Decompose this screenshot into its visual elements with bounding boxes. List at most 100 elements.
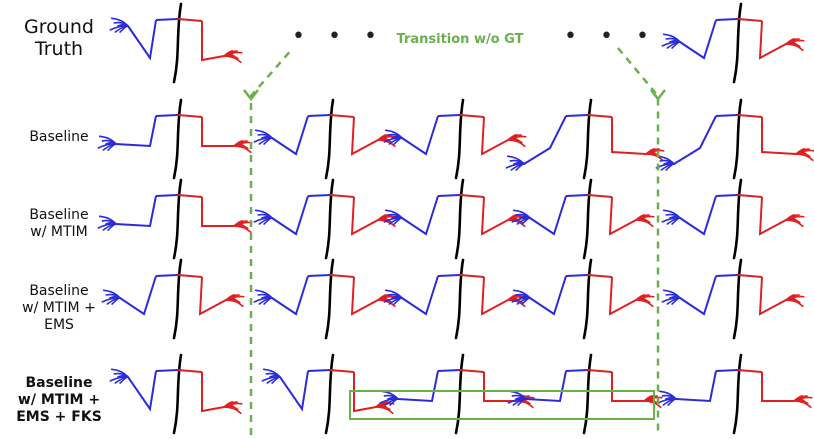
arrowhead-right	[650, 89, 666, 102]
right-arm	[201, 197, 234, 227]
left-shoulder	[565, 194, 589, 197]
spine-line	[454, 258, 465, 340]
pose-r4-c2	[379, 353, 535, 435]
spine-line	[582, 178, 593, 260]
transition-frame	[249, 47, 660, 435]
right-arm	[758, 20, 787, 60]
left-arm	[115, 115, 157, 148]
right-arm	[480, 196, 509, 236]
left-arm	[401, 195, 439, 236]
left-arm	[401, 115, 439, 156]
right-shoulder	[737, 194, 763, 198]
pose-r0-c4	[661, 2, 805, 84]
arrowhead-left	[243, 89, 259, 102]
row-label-baseline-mtim-ems-fks: Baseline w/ MTIM + EMS + FKS	[16, 375, 102, 425]
spine-line	[454, 353, 465, 435]
spine-line	[732, 98, 743, 180]
left-arm	[271, 115, 309, 156]
pose-r2-c2	[383, 178, 527, 260]
left-arm	[673, 115, 717, 165]
left-arm	[529, 275, 567, 316]
row-label-ground-truth: Ground Truth	[24, 16, 94, 60]
spine-line	[324, 178, 335, 260]
left-arm	[675, 370, 717, 403]
right-shoulder	[177, 18, 203, 22]
left-shoulder	[155, 194, 179, 197]
left-arm	[271, 195, 309, 236]
right-arm	[611, 117, 647, 155]
spine-line	[172, 98, 183, 180]
pose-r1-c0	[97, 98, 253, 180]
spine-line	[732, 258, 743, 340]
left-shoulder	[307, 114, 331, 117]
right-arm	[608, 196, 637, 236]
spine-line	[582, 98, 593, 180]
left-shoulder	[155, 369, 179, 372]
left-arm	[127, 19, 157, 61]
right-shoulder	[177, 369, 203, 373]
left-arm	[523, 115, 567, 165]
right-arm	[761, 372, 794, 402]
left-shoulder	[307, 369, 331, 372]
right-shoulder	[587, 114, 613, 118]
left-shoulder	[437, 369, 461, 372]
pose-r1-c2	[383, 98, 527, 180]
left-shoulder	[155, 18, 179, 21]
pose-r0-c0	[109, 2, 243, 84]
left-arm	[397, 370, 439, 403]
right-arm	[198, 276, 227, 316]
pose-r2-c0	[97, 178, 253, 260]
left-arm	[679, 275, 717, 316]
left-arm	[271, 275, 309, 316]
row-label-baseline-mtim: Baseline w/ MTIM	[29, 207, 89, 240]
right-shoulder	[459, 369, 485, 373]
left-shoulder	[565, 274, 589, 277]
left-arm	[401, 275, 439, 316]
right-shoulder	[459, 114, 485, 118]
right-arm	[761, 117, 797, 155]
left-arm	[127, 370, 157, 412]
left-arm	[679, 19, 717, 60]
right-arm	[350, 116, 379, 156]
ellipsis-right: • • •	[564, 24, 657, 49]
right-arm	[201, 21, 225, 62]
spine-line	[582, 258, 593, 340]
right-arm	[480, 116, 509, 156]
spine-line	[454, 98, 465, 180]
spine-line	[324, 353, 335, 435]
spine-line	[732, 353, 743, 435]
left-arm	[525, 370, 567, 403]
left-shoulder	[565, 369, 589, 372]
left-shoulder	[307, 194, 331, 197]
right-arm	[611, 372, 644, 402]
spine-line	[324, 258, 335, 340]
left-shoulder	[715, 114, 739, 117]
ellipsis-left: • • •	[292, 24, 385, 49]
pose-r3-c3	[511, 258, 655, 340]
pose-r1-c1	[253, 98, 397, 180]
spine-line	[172, 2, 183, 84]
right-shoulder	[329, 369, 355, 373]
pose-r3-c2	[383, 258, 527, 340]
spine-line	[582, 353, 593, 435]
right-arm	[758, 276, 787, 316]
spine-line	[732, 2, 743, 84]
right-arm	[758, 196, 787, 236]
right-arm	[483, 372, 516, 402]
left-arm	[529, 195, 567, 236]
right-shoulder	[459, 194, 485, 198]
left-shoulder	[565, 114, 589, 117]
right-arm	[480, 276, 509, 316]
right-shoulder	[587, 274, 613, 278]
right-shoulder	[459, 274, 485, 278]
pose-r2-c3	[511, 178, 655, 260]
right-arm	[350, 276, 379, 316]
right-shoulder	[737, 274, 763, 278]
row-label-baseline-mtim-ems: Baseline w/ MTIM + EMS	[22, 283, 96, 333]
right-shoulder	[329, 274, 355, 278]
left-shoulder	[715, 18, 739, 21]
left-arm	[279, 370, 309, 412]
right-shoulder	[329, 114, 355, 118]
right-shoulder	[177, 194, 203, 198]
